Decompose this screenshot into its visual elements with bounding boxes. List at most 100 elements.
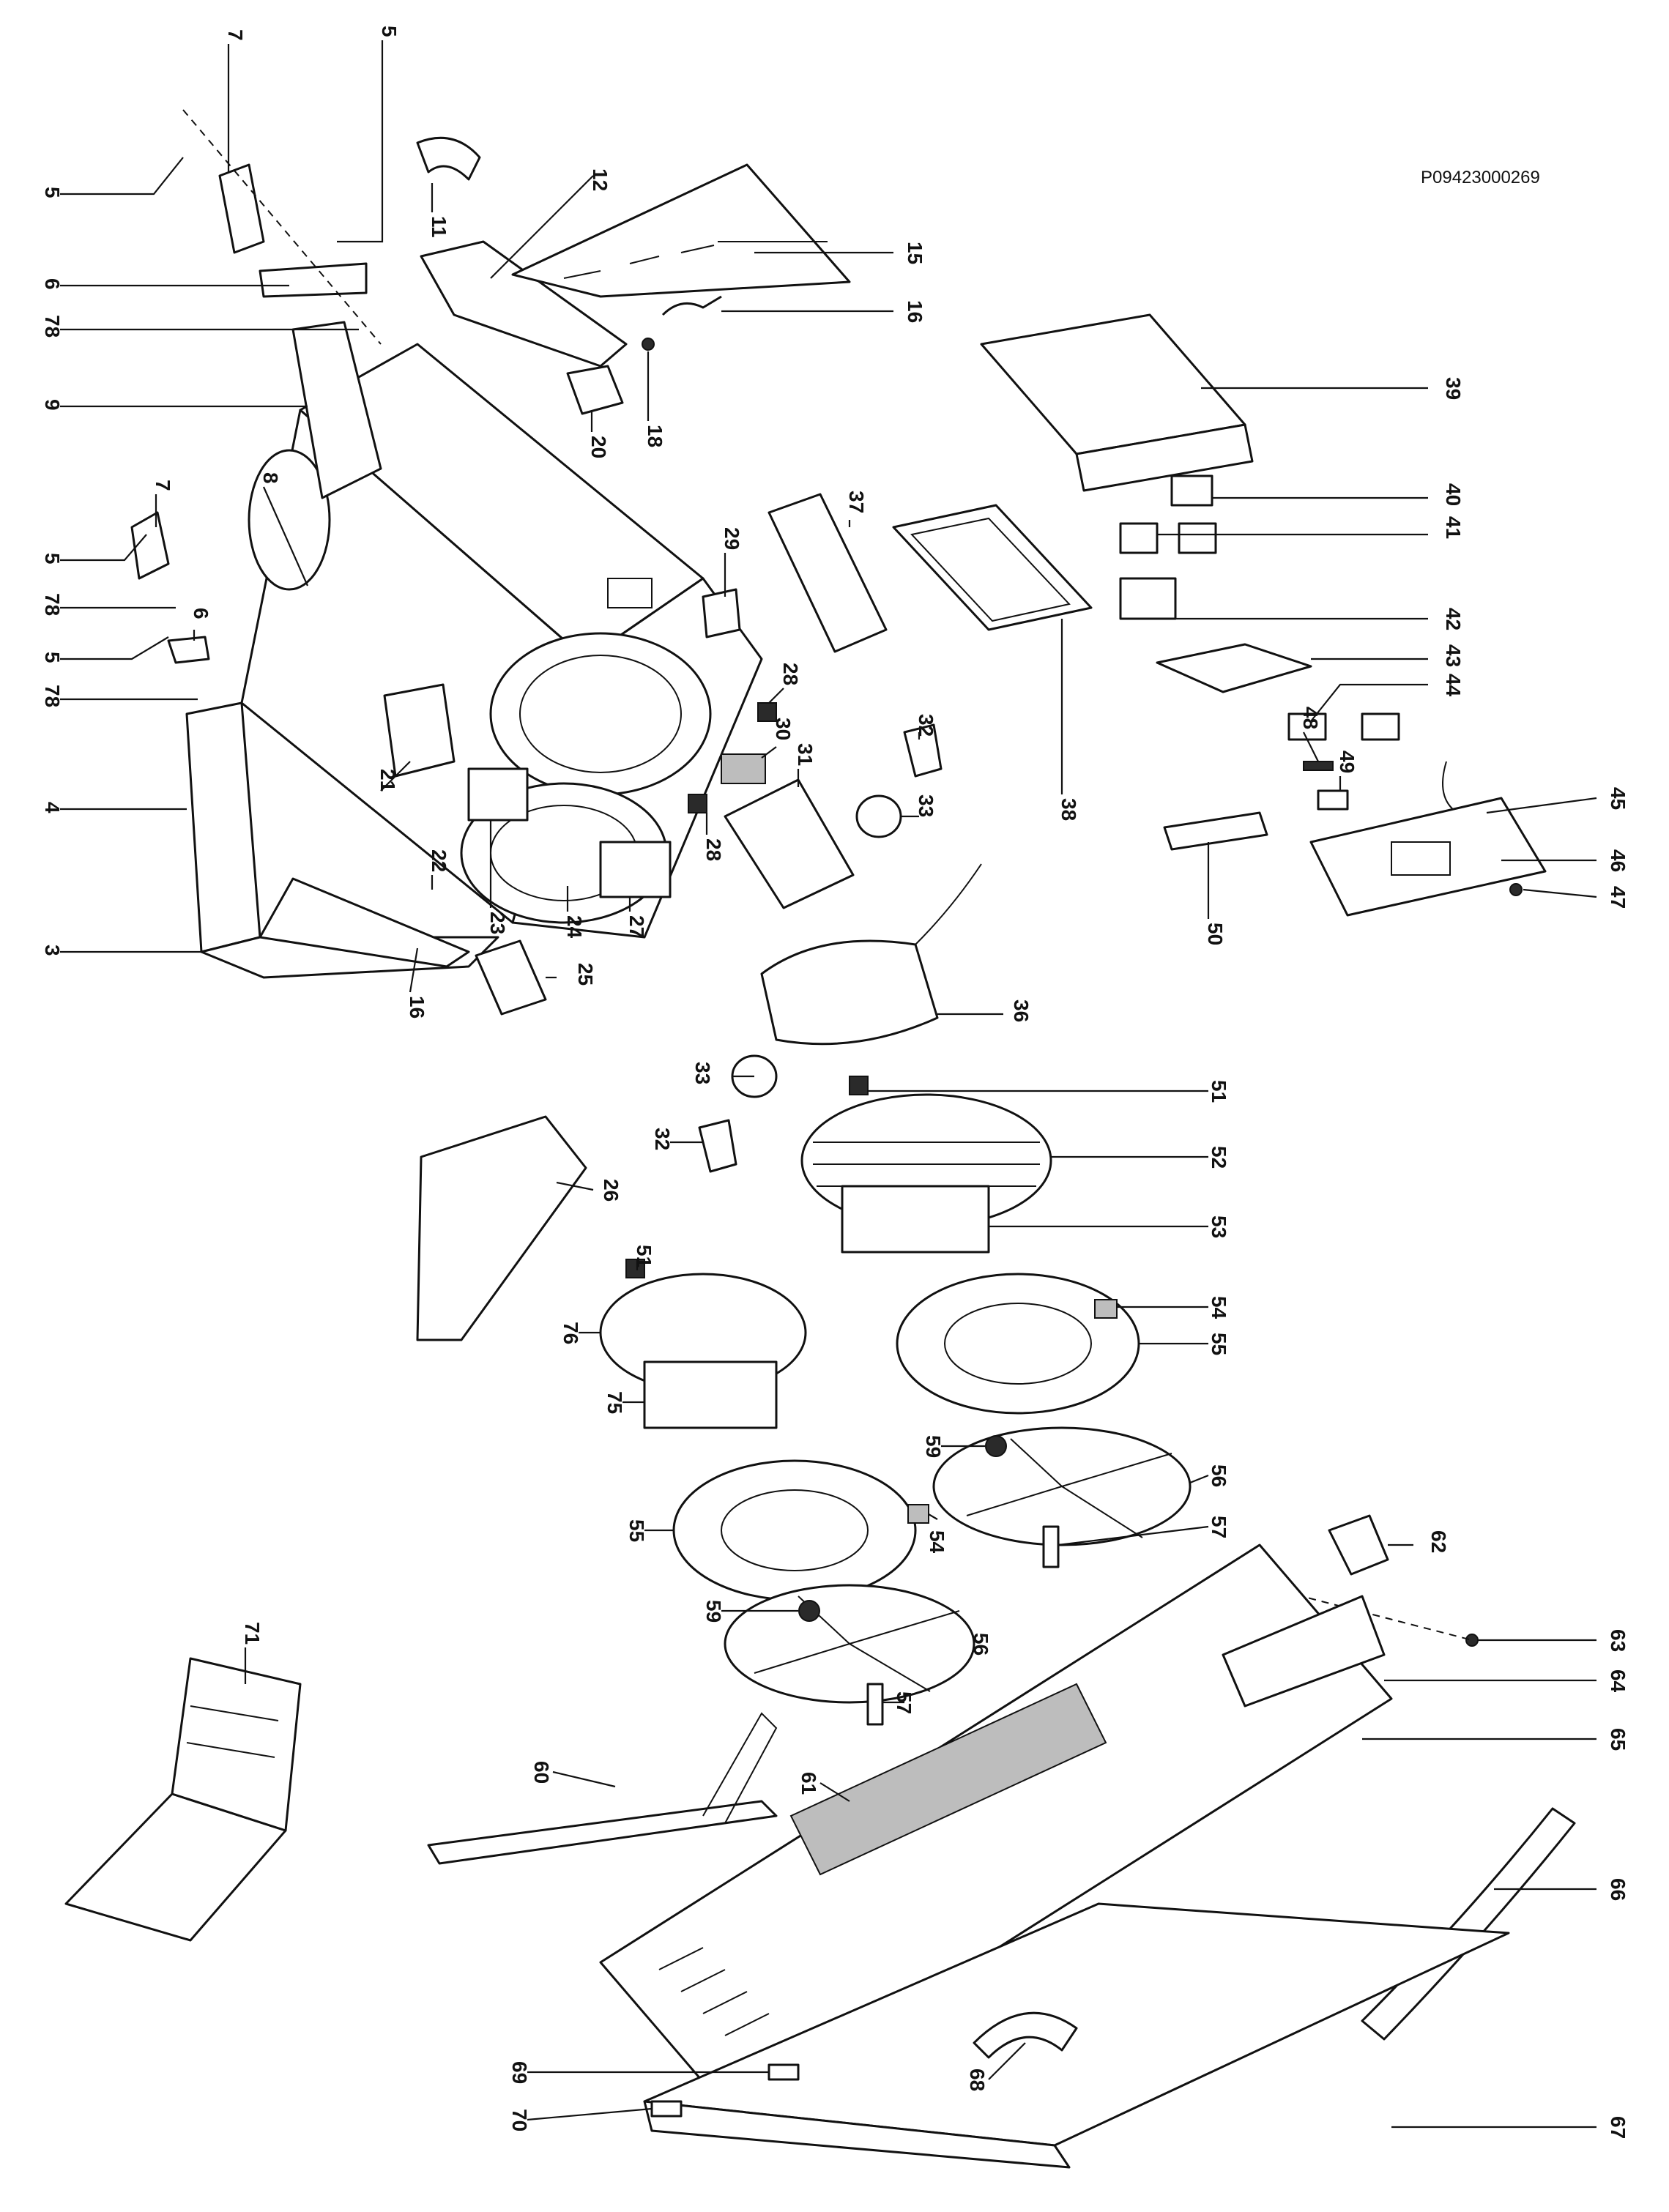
part-67-canopy-front (643, 2100, 1071, 2169)
callout-8: 8 (259, 472, 282, 484)
part-7-hinge-top (218, 163, 265, 254)
callout-44: 44 (1442, 674, 1465, 697)
callout-51: 51 (1208, 1080, 1230, 1103)
callout-66: 66 (1607, 1878, 1629, 1901)
part-53-motor (841, 1185, 990, 1254)
part-31-bracket (724, 778, 855, 909)
part-18-screw (642, 338, 655, 351)
callout-22: 22 (428, 849, 450, 872)
part-11-clip (416, 136, 481, 181)
callout-59: 59 (922, 1435, 945, 1458)
part-46-board-window (1391, 841, 1451, 876)
part-54-clip-lower (907, 1504, 929, 1524)
callout-33: 33 (915, 794, 937, 817)
part-57-screw-upper (1042, 1525, 1060, 1568)
part-60-rod-arm (702, 1712, 778, 1824)
callout-78: 78 (41, 685, 64, 707)
callout-4: 4 (41, 802, 64, 813)
callout-47: 47 (1607, 886, 1629, 909)
callout-68: 68 (966, 2068, 989, 2091)
callout-32: 32 (651, 1128, 674, 1150)
part-4-front-frame (185, 701, 261, 953)
part-48-pin (1303, 761, 1334, 771)
part-54-clip-upper (1094, 1299, 1118, 1319)
part-8-slot (607, 578, 653, 608)
part-38-cover-inner (910, 517, 1071, 622)
callout-53: 53 (1208, 1215, 1230, 1238)
callout-69: 69 (508, 2061, 531, 2084)
part-33-lampholder-upper (855, 794, 902, 838)
callout-33: 33 (691, 1062, 714, 1084)
part-44-contact-b (1361, 712, 1400, 741)
callout-3: 3 (41, 945, 64, 956)
part-56-spokes-lower (754, 1595, 960, 1692)
callout-5: 5 (41, 553, 64, 565)
leader-44 (1310, 683, 1428, 722)
part-55-motor-plate-upper (896, 1273, 1140, 1415)
part-49-sensor (1317, 789, 1349, 811)
part-39-electronics-box-side (1075, 423, 1254, 492)
leader-5-mid (60, 534, 147, 562)
callout-15: 15 (904, 242, 926, 264)
leader-5-lower (60, 636, 169, 660)
leader-56-top (1189, 1474, 1209, 1484)
part-55-motor-plate-upper-inner (944, 1303, 1092, 1385)
leader-5-top-left (60, 157, 184, 195)
part-28-clip-upper (757, 702, 777, 722)
part-68-handle (973, 2011, 1078, 2059)
part-61-grease-filter (789, 1683, 1107, 1876)
callout-70: 70 (508, 2109, 531, 2131)
part-27-bracket (599, 841, 672, 898)
part-38-cover-plate (892, 504, 1093, 631)
callout-67: 67 (1607, 2116, 1629, 2139)
callout-31: 31 (794, 743, 817, 766)
leader-54-bottom (928, 1513, 938, 1520)
part-51-nut-upper (849, 1076, 869, 1095)
callout-64: 64 (1607, 1669, 1629, 1693)
callout-46: 46 (1607, 849, 1629, 872)
leader-48 (1303, 731, 1319, 762)
part-21-lamp-housing (383, 683, 456, 778)
callout-43: 43 (1442, 644, 1465, 667)
callout-63: 63 (1607, 1629, 1629, 1652)
leader-68 (988, 2042, 1026, 2080)
part-43-switch-housing (1156, 643, 1312, 693)
callout-18: 18 (644, 425, 666, 447)
callout-16: 16 (904, 300, 926, 323)
callout-52: 52 (1208, 1146, 1230, 1169)
part-46-control-board (1309, 797, 1547, 917)
leader-5-top-right (337, 40, 384, 243)
part-59-nut-upper (985, 1435, 1007, 1457)
callout-49: 49 (1336, 751, 1358, 773)
part-63-screw (1465, 1634, 1479, 1647)
part-29-bracket (702, 588, 741, 638)
part-23-bracket (467, 767, 529, 822)
part-7-hinge-lower (130, 511, 170, 580)
callout-78: 78 (41, 315, 64, 338)
part-47-screw (1509, 883, 1523, 896)
leader-8 (262, 486, 309, 586)
callout-30: 30 (772, 718, 795, 740)
part-41-switch (1119, 522, 1159, 554)
part-42-switch (1119, 577, 1177, 620)
part-62-latch (1328, 1514, 1389, 1576)
callout-59: 59 (702, 1600, 725, 1623)
callout-6: 6 (190, 608, 212, 619)
callout-54: 54 (926, 1530, 948, 1554)
callout-29: 29 (721, 527, 743, 550)
callout-39: 39 (1442, 377, 1465, 400)
callout-71: 71 (241, 1622, 264, 1645)
callout-55: 55 (1208, 1333, 1230, 1355)
callout-41: 41 (1442, 516, 1465, 539)
leader-45 (1486, 797, 1597, 814)
callout-56: 56 (1208, 1464, 1230, 1487)
callout-75: 75 (603, 1391, 626, 1414)
leader-47 (1523, 888, 1597, 898)
callout-32: 32 (915, 714, 937, 737)
part-41-switch-b (1178, 522, 1217, 554)
callout-51: 51 (633, 1245, 655, 1267)
part-64-filter-frame (1222, 1595, 1386, 1708)
callout-54: 54 (1208, 1296, 1230, 1319)
part-36-duct (915, 863, 982, 945)
